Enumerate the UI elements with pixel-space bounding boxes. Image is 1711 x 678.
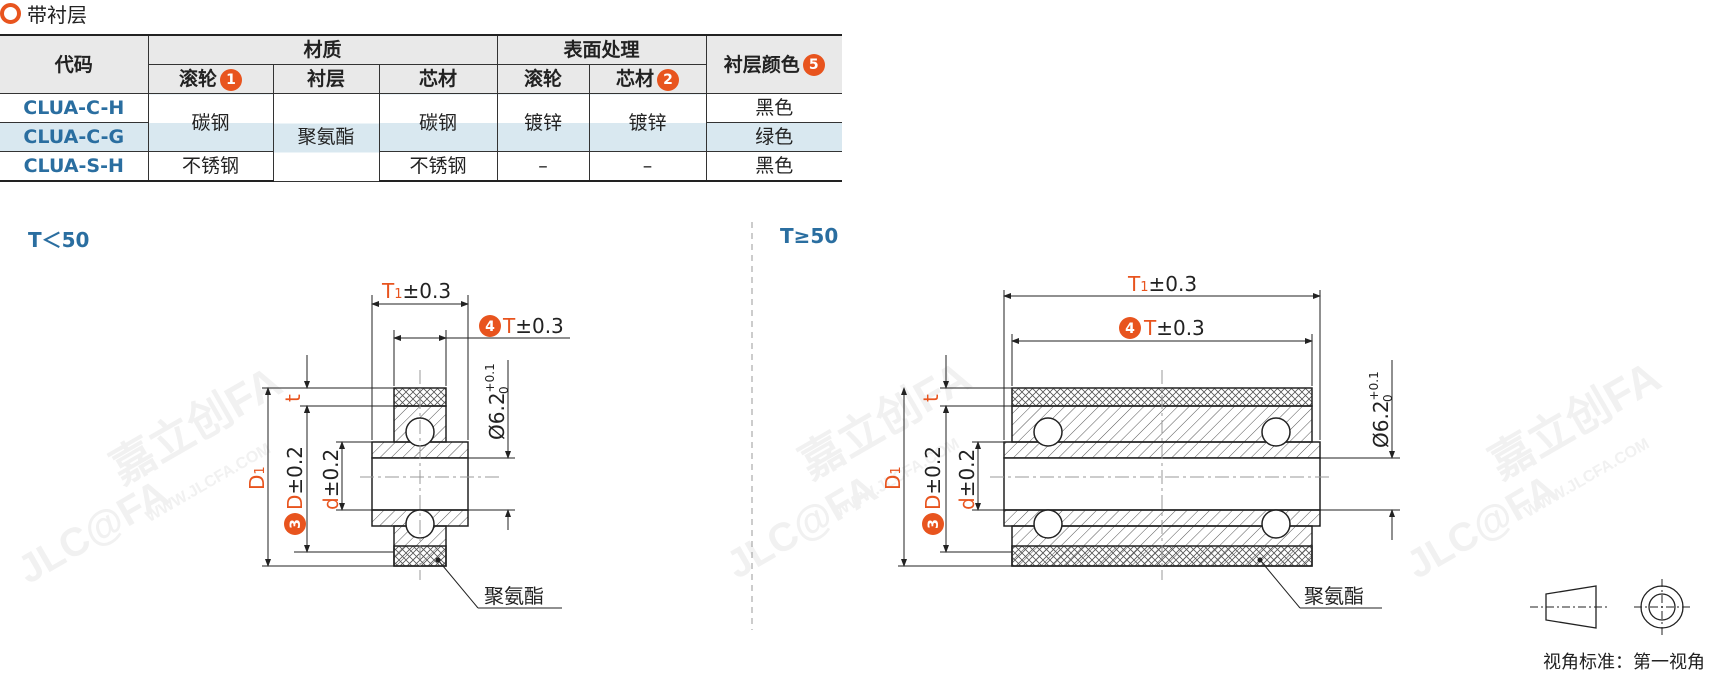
header-surface: 表面处理 xyxy=(496,34,707,65)
watermark-text: 嘉立创FA xyxy=(791,352,979,489)
header-code: 代码 xyxy=(0,34,149,94)
table-row: CLUA-C-G 绿色 xyxy=(0,122,843,152)
right-drawing-label: T≥50 xyxy=(780,224,839,248)
svg-text:T1±0.3: T1±0.3 xyxy=(1127,272,1197,296)
svg-text:D±0.2: D±0.2 xyxy=(283,446,307,510)
roller-material-cell: 不锈钢 xyxy=(147,151,274,182)
badge-1: 1 xyxy=(220,68,242,91)
badge-5: 5 xyxy=(802,54,825,76)
circle-marker-icon xyxy=(0,2,21,24)
table-row: CLUA-S-H 不锈钢 不锈钢 – – 黑色 xyxy=(0,151,843,182)
svg-text:Ø6.2+0.1: Ø6.2+0.1 xyxy=(483,363,509,440)
left-drawing-label: T＜50 xyxy=(28,228,90,252)
surface-core-cell: – xyxy=(588,151,707,182)
code-cell: CLUA-C-H xyxy=(0,93,149,123)
watermark-text: 嘉立创FA xyxy=(1481,352,1669,489)
watermark-logo: JLC@FA xyxy=(11,471,176,592)
header-material: 材质 xyxy=(147,34,498,65)
projection-symbol-icon xyxy=(1530,579,1690,635)
lining-callout: 聚氨酯 xyxy=(484,584,544,608)
svg-text:t: t xyxy=(281,394,305,402)
svg-text:T±0.3: T±0.3 xyxy=(502,314,564,338)
section-title: 带衬层 xyxy=(27,2,87,27)
watermark-logo: JLC@FA xyxy=(719,466,884,587)
left-roller-drawing xyxy=(360,370,500,580)
code-cell: CLUA-C-G xyxy=(0,122,149,152)
svg-text:D1: D1 xyxy=(245,466,269,490)
lining-material-cell: 聚氨酯 xyxy=(272,93,380,182)
core-material-cell: 不锈钢 xyxy=(378,151,498,182)
lining-color-cell: 黑色 xyxy=(705,93,843,123)
surface-roller-cell: – xyxy=(496,151,590,182)
lining-color-cell: 黑色 xyxy=(705,151,843,182)
section-heading: 带衬层 xyxy=(0,0,87,27)
svg-text:t: t xyxy=(919,394,943,402)
right-roller-drawing xyxy=(990,370,1330,580)
header-lining: 衬层 xyxy=(272,64,380,94)
svg-text:3: 3 xyxy=(926,519,942,529)
lining-color-cell: 绿色 xyxy=(705,122,843,152)
svg-text:T1±0.3: T1±0.3 xyxy=(381,279,451,303)
svg-text:Ø6.2+0.1: Ø6.2+0.1 xyxy=(1367,371,1393,448)
svg-text:0: 0 xyxy=(497,386,511,394)
surface-roller-cell: 镀锌 xyxy=(496,93,590,152)
svg-text:0: 0 xyxy=(1381,394,1395,402)
code-cell: CLUA-S-H xyxy=(0,151,149,182)
badge-2: 2 xyxy=(657,68,680,91)
roller-material-cell: 碳钢 xyxy=(147,93,274,152)
table-row: CLUA-C-H 碳钢 聚氨酯 碳钢 镀锌 镀锌 黑色 xyxy=(0,93,843,182)
svg-text:T±0.3: T±0.3 xyxy=(1143,316,1205,340)
svg-text:d±0.2: d±0.2 xyxy=(319,449,343,510)
projection-standard: 视角标准：第一视角 xyxy=(1543,652,1705,673)
svg-text:D±0.2: D±0.2 xyxy=(921,446,945,510)
header-surface-roller: 滚轮 xyxy=(496,64,590,94)
watermark-logo: JLC@FA xyxy=(1399,466,1564,587)
surface-core-cell: 镀锌 xyxy=(588,93,707,152)
header-core: 芯材 xyxy=(378,64,498,94)
svg-text:4: 4 xyxy=(1125,321,1135,337)
svg-text:3: 3 xyxy=(288,519,304,529)
svg-text:d±0.2: d±0.2 xyxy=(955,449,979,510)
svg-text:D1: D1 xyxy=(881,466,905,490)
core-material-cell: 碳钢 xyxy=(378,93,498,152)
svg-text:4: 4 xyxy=(485,319,495,335)
lining-callout: 聚氨酯 xyxy=(1304,584,1364,608)
